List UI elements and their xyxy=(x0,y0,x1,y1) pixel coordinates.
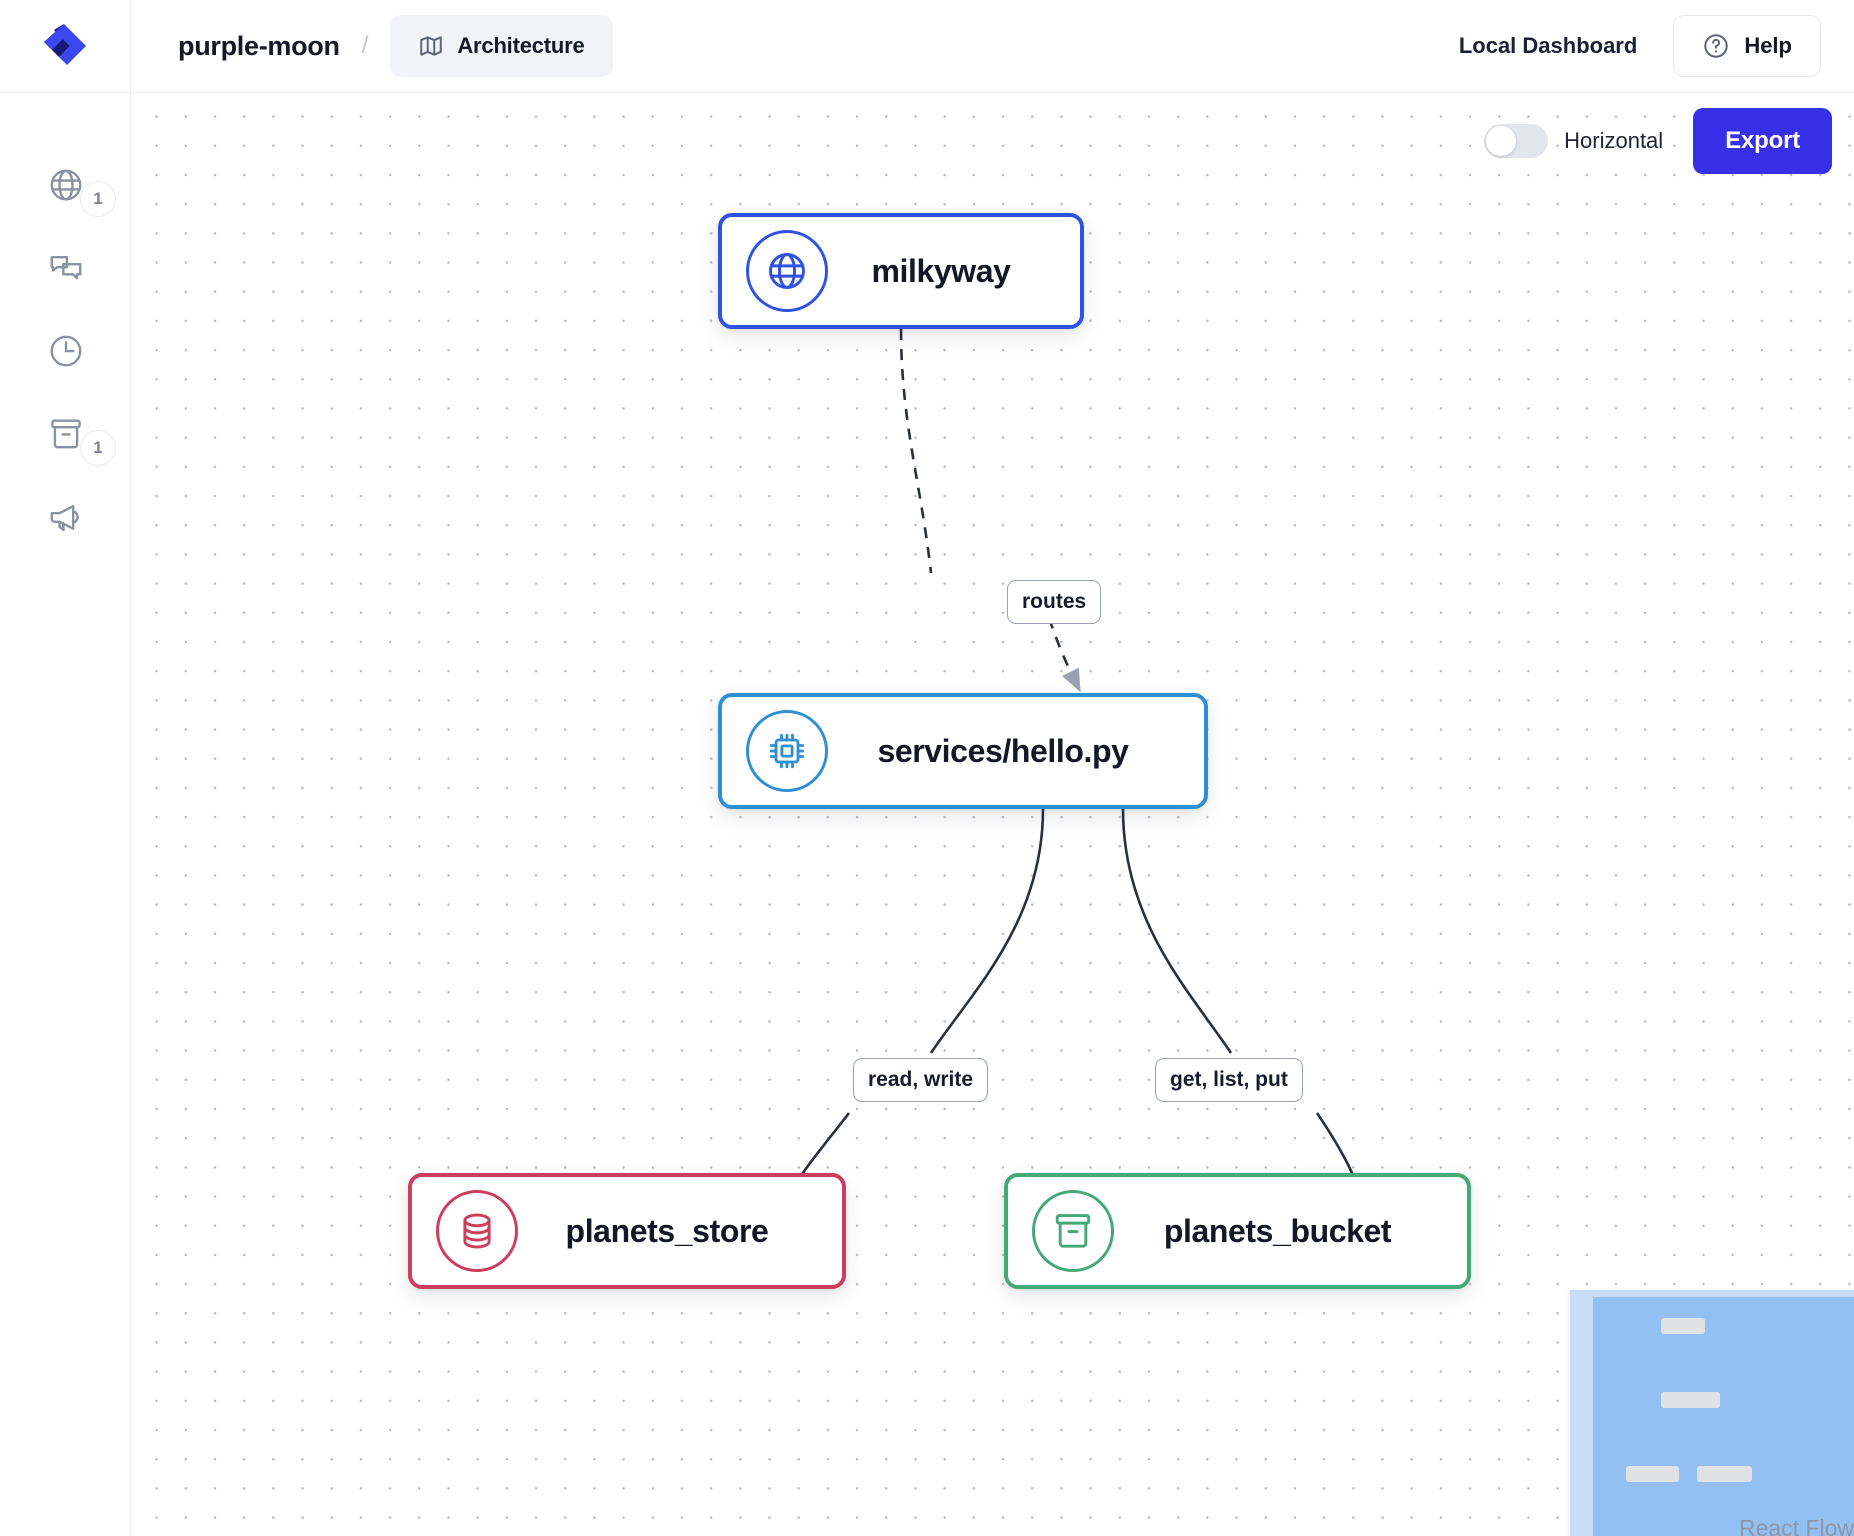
chalice-logo-icon xyxy=(44,24,86,65)
sidebar-item-topics[interactable] xyxy=(0,475,131,558)
edge-hello-bucket-upper xyxy=(1121,808,1233,1054)
clock-icon xyxy=(50,335,81,366)
minimap-node xyxy=(1697,1466,1752,1482)
bucket-icon xyxy=(1055,1214,1091,1248)
map-icon xyxy=(420,36,443,56)
node-milkyway-label: milkyway xyxy=(871,252,1011,289)
chat-icon xyxy=(50,255,81,279)
left-sidebar: 1 1 xyxy=(0,93,131,1536)
minimap[interactable] xyxy=(1570,1290,1854,1536)
logo-container[interactable] xyxy=(0,0,131,93)
node-services-hello-label: services/hello.py xyxy=(877,732,1129,769)
minimap-node xyxy=(1661,1392,1720,1408)
header-actions: Local Dashboard Help xyxy=(1459,15,1854,77)
sidebar-item-websockets[interactable] xyxy=(0,226,131,309)
node-planets-store[interactable]: planets_store xyxy=(408,1173,846,1289)
bucket-icon xyxy=(50,419,81,448)
toggle-knob xyxy=(1486,126,1517,156)
question-circle-icon xyxy=(1704,34,1729,58)
node-planets-store-label: planets_store xyxy=(565,1212,769,1249)
sidebar-item-buckets[interactable]: 1 xyxy=(0,392,131,475)
node-milkyway[interactable]: milkyway xyxy=(718,213,1084,329)
sidebar-badge-buckets: 1 xyxy=(80,430,116,466)
chip-icon xyxy=(769,733,805,769)
minimap-viewport[interactable] xyxy=(1593,1297,1854,1536)
tab-architecture[interactable]: Architecture xyxy=(390,15,613,77)
edge-hello-store-upper xyxy=(929,808,1045,1054)
canvas-toolbar: Horizontal Export xyxy=(1484,108,1832,174)
tab-architecture-label: Architecture xyxy=(457,33,585,58)
megaphone-icon xyxy=(50,504,79,531)
minimap-node xyxy=(1661,1318,1705,1334)
globe-icon xyxy=(769,253,805,289)
node-services-hello-icon-circle xyxy=(746,710,828,792)
help-button-label: Help xyxy=(1744,33,1792,58)
globe-icon xyxy=(50,169,81,200)
sidebar-item-rest-apis[interactable]: 1 xyxy=(0,143,131,226)
react-flow-attribution[interactable]: React Flow xyxy=(1738,1515,1854,1536)
breadcrumb-project[interactable]: purple-moon xyxy=(178,30,340,61)
node-services-hello[interactable]: services/hello.py xyxy=(718,693,1208,809)
sidebar-badge-rest-apis: 1 xyxy=(80,181,116,217)
edge-label-get-list-put[interactable]: get, list, put xyxy=(1155,1058,1303,1102)
node-milkyway-icon-circle xyxy=(746,230,828,312)
sidebar-item-schedules[interactable] xyxy=(0,309,131,392)
breadcrumb-separator: / xyxy=(361,32,369,59)
horizontal-layout-toggle[interactable] xyxy=(1484,124,1549,158)
minimap-node xyxy=(1626,1466,1679,1482)
node-planets-bucket[interactable]: planets_bucket xyxy=(1004,1173,1471,1289)
database-icon xyxy=(463,1213,491,1249)
edge-milkyway-hello-lower xyxy=(1047,617,1081,693)
edge-label-read-write[interactable]: read, write xyxy=(853,1058,989,1102)
node-planets-bucket-label: planets_bucket xyxy=(1163,1212,1392,1249)
horizontal-layout-label: Horizontal xyxy=(1564,128,1664,153)
edge-label-routes[interactable]: routes xyxy=(1007,580,1102,624)
export-button[interactable]: Export xyxy=(1693,108,1832,174)
environment-label: Local Dashboard xyxy=(1458,33,1638,58)
edge-milkyway-hello-upper xyxy=(899,328,933,574)
node-planets-store-icon-circle xyxy=(436,1190,518,1272)
help-button[interactable]: Help xyxy=(1673,15,1821,77)
architecture-canvas[interactable]: Horizontal Export xyxy=(131,93,1854,1536)
node-planets-bucket-icon-circle xyxy=(1032,1190,1114,1272)
top-header: purple-moon / Architecture Local Dashboa… xyxy=(0,0,1854,93)
